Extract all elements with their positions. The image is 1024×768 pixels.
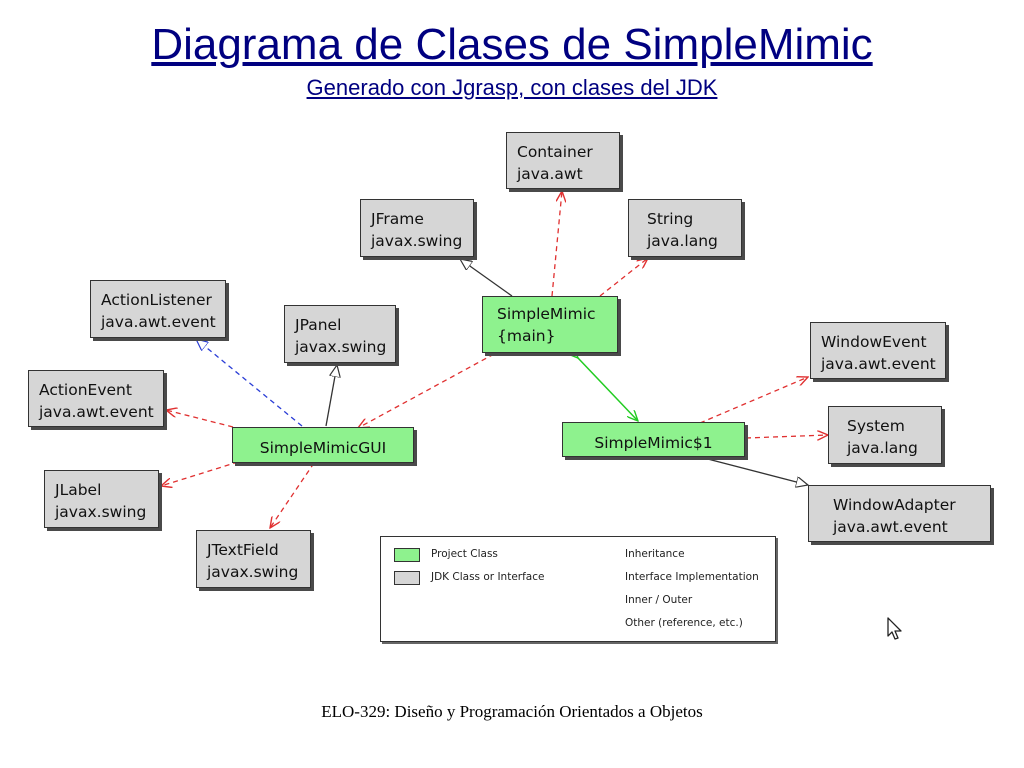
edge-inner-windowevent — [699, 377, 808, 424]
class-jframe: JFrame javax.swing — [360, 199, 474, 257]
page-title: Diagrama de Clases de SimpleMimic — [151, 20, 873, 69]
class-package: java.awt.event — [833, 518, 948, 536]
legend: Project Class JDK Class or Interface Inh… — [380, 536, 776, 642]
class-simplemimic1: SimpleMimic$1 — [562, 422, 745, 457]
edge-simplemimic-gui — [358, 353, 495, 428]
edge-inner-system — [745, 435, 828, 438]
edge-simplemimic-container — [551, 191, 562, 297]
edge-gui-actionevent — [166, 410, 234, 428]
class-package: javax.swing — [371, 232, 463, 250]
mouse-cursor-icon — [887, 617, 902, 640]
class-system: System java.lang — [828, 406, 942, 464]
class-name: ActionEvent — [39, 381, 132, 399]
edge-gui-jpanel — [325, 365, 337, 427]
class-package: java.awt.event — [39, 403, 154, 421]
footer-text: ELO-329: Diseño y Programación Orientado… — [321, 702, 703, 721]
class-name: SimpleMimic — [497, 305, 596, 323]
legend-swatch-jdk — [394, 571, 420, 585]
class-name: SimpleMimicGUI — [259, 439, 387, 457]
edge-gui-actionlistener — [196, 339, 303, 427]
class-string: String java.lang — [628, 199, 742, 257]
legend-label-inner-outer: Inner / Outer — [625, 594, 693, 606]
legend-label-project-class: Project Class — [431, 548, 498, 560]
class-name: ActionListener — [101, 291, 212, 309]
edge-inner-windowadapter — [699, 456, 808, 485]
page-subtitle: Generado con Jgrasp, con clases del JDK — [306, 75, 718, 100]
class-package: {main} — [497, 327, 556, 345]
class-name: Container — [517, 143, 593, 161]
class-container: Container java.awt — [506, 132, 620, 189]
class-package: javax.swing — [207, 563, 299, 581]
edge-simplemimic-string — [599, 258, 648, 297]
class-name: JPanel — [295, 316, 342, 334]
class-name: System — [847, 417, 905, 435]
class-package: javax.swing — [55, 503, 147, 521]
class-package: java.awt — [517, 165, 583, 183]
edge-simplemimic-jframe — [460, 259, 513, 297]
class-windowadapter: WindowAdapter java.awt.event — [808, 485, 991, 542]
legend-label-jdk-class: JDK Class or Interface — [431, 571, 545, 583]
edge-gui-jlabel — [161, 461, 239, 486]
edge-gui-jtextfield — [270, 462, 315, 528]
edge-inner-outer — [578, 358, 638, 421]
class-actionevent: ActionEvent java.awt.event — [28, 370, 164, 427]
class-name: JLabel — [55, 481, 102, 499]
class-name: String — [647, 210, 694, 228]
class-package: java.awt.event — [101, 313, 216, 331]
class-simplemimic: SimpleMimic {main} — [482, 296, 618, 353]
class-package: java.awt.event — [821, 355, 936, 373]
class-name: JTextField — [207, 541, 279, 559]
legend-label-inheritance: Inheritance — [625, 548, 685, 560]
class-package: java.lang — [647, 232, 718, 250]
legend-label-other: Other (reference, etc.) — [625, 617, 743, 629]
class-jlabel: JLabel javax.swing — [44, 470, 159, 528]
class-jtextfield: JTextField javax.swing — [196, 530, 311, 588]
class-jpanel: JPanel javax.swing — [284, 305, 396, 363]
class-name: JFrame — [371, 210, 424, 228]
class-package: java.lang — [847, 439, 918, 457]
class-package: javax.swing — [295, 338, 387, 356]
legend-swatch-project — [394, 548, 420, 562]
class-simplemimicgui: SimpleMimicGUI — [232, 427, 414, 463]
class-name: WindowAdapter — [833, 496, 956, 514]
legend-label-interface-impl: Interface Implementation — [625, 571, 759, 583]
class-actionlistener: ActionListener java.awt.event — [90, 280, 226, 338]
class-name: SimpleMimic$1 — [594, 434, 713, 452]
class-windowevent: WindowEvent java.awt.event — [810, 322, 946, 379]
class-name: WindowEvent — [821, 333, 927, 351]
